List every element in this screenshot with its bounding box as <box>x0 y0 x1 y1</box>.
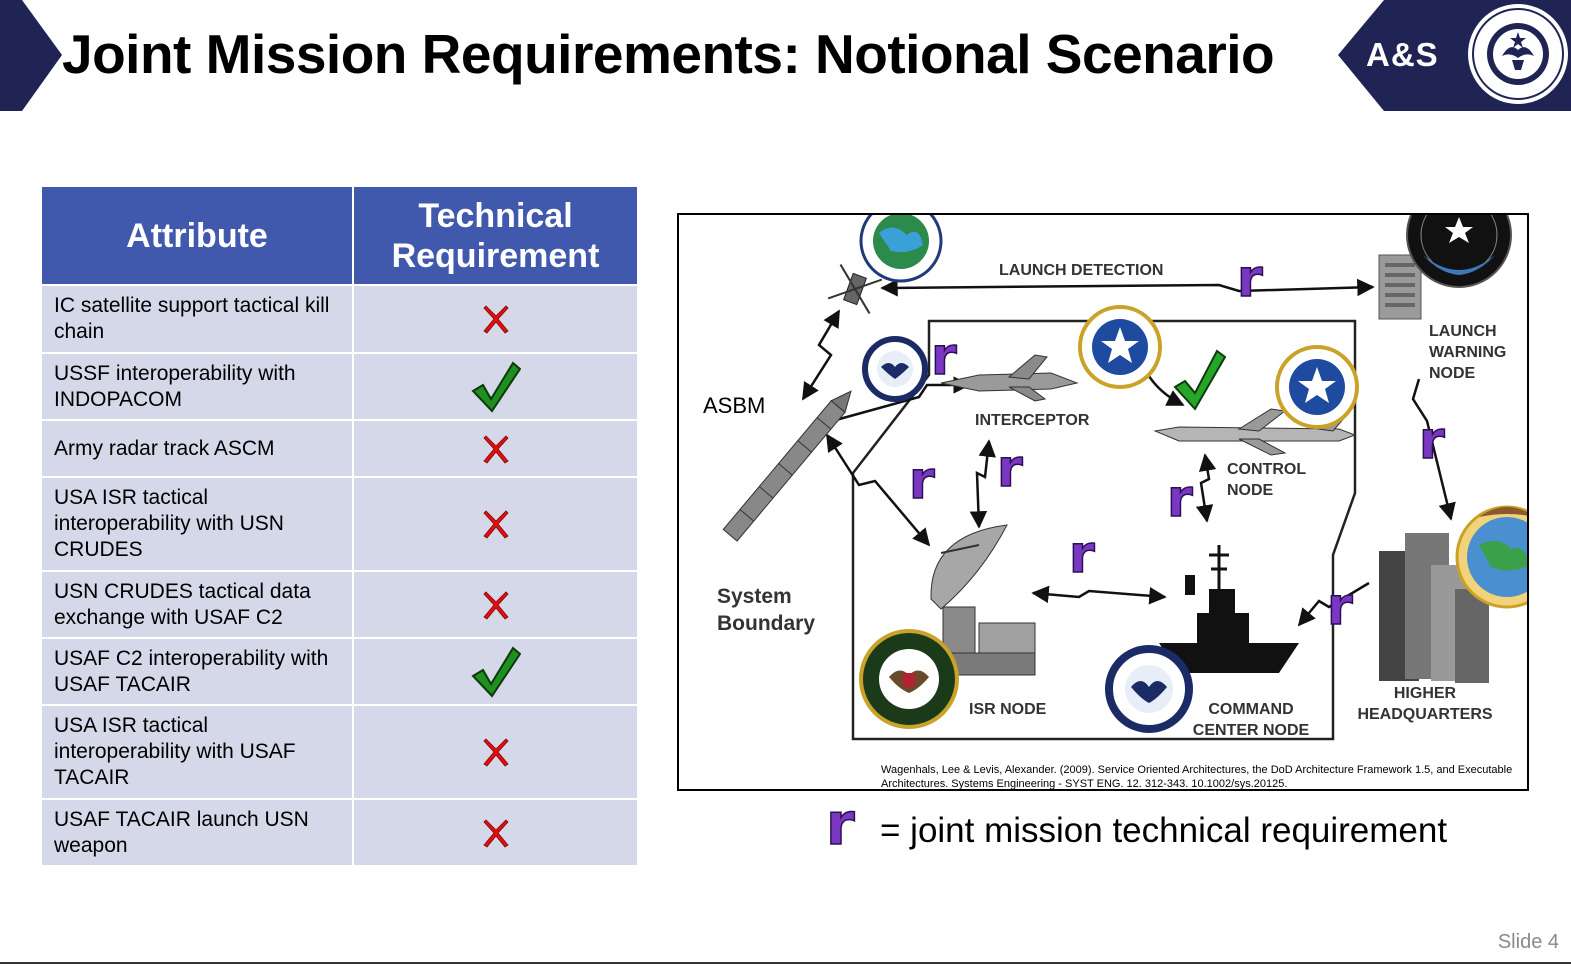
dod-seal-icon <box>1468 4 1568 104</box>
attribute-cell: USSF interoperability with INDOPACOM <box>40 352 354 421</box>
requirement-unmet-cell <box>352 570 639 639</box>
x-mark-icon <box>482 434 509 464</box>
header-requirement-line2: Requirement <box>391 236 600 275</box>
x-mark-icon <box>482 818 509 848</box>
launch-warning-label: LAUNCH WARNING NODE <box>1429 323 1507 382</box>
asbm-missile-icon <box>722 390 852 542</box>
table-row: USA ISR tactical interoperability with U… <box>40 704 639 800</box>
x-mark-icon <box>482 590 509 620</box>
table-row: USA ISR tactical interoperability with U… <box>40 476 639 572</box>
launch-warning-building-icon <box>1378 254 1422 320</box>
hq-command-link <box>1297 581 1370 627</box>
attribute-cell: Army radar track ASCM <box>40 419 354 478</box>
nro-seal-icon <box>859 215 943 283</box>
requirement-met-cell <box>352 637 639 706</box>
table-row: USSF interoperability with INDOPACOM <box>40 352 639 421</box>
page-title: Joint Mission Requirements: Notional Sce… <box>62 23 1275 85</box>
table-row: USN CRUDES tactical data exchange with U… <box>40 570 639 639</box>
diagram-graphics <box>722 215 1527 741</box>
requirement-unmet-cell <box>352 284 639 354</box>
legend-req-symbol: r <box>825 789 855 859</box>
requirement-unmet-cell <box>352 419 639 478</box>
attribute-cell: USA ISR tactical interoperability with U… <box>40 704 354 800</box>
interceptor-jet-icon <box>940 354 1079 402</box>
requirement-met-cell <box>352 352 639 421</box>
attribute-cell: USAF TACAIR launch USN weapon <box>40 798 354 867</box>
citation-text: Wagenhals, Lee & Levis, Alexander. (2009… <box>881 764 1513 790</box>
header-attribute: Attribute <box>40 185 354 286</box>
asbm-label: ASBM <box>703 393 766 418</box>
launch-detection-arrow <box>880 278 1375 297</box>
req-symbol-interceptor-isr: r <box>996 438 1023 500</box>
navy-seal-1-icon <box>862 336 928 402</box>
air-force-seal-2-icon <box>1275 345 1359 429</box>
air-force-seal-1-icon <box>1078 305 1162 389</box>
slide-number: Slide 4 <box>1497 931 1559 953</box>
req-symbol-isr-command: r <box>1068 524 1095 586</box>
x-mark-icon <box>482 510 509 539</box>
warning-hq-link <box>1411 378 1456 521</box>
asbm-interceptor-link <box>824 376 971 425</box>
command-ship-icon <box>1159 545 1299 673</box>
indopacom-seal-icon <box>1455 505 1527 609</box>
scenario-diagram: LAUNCH DETECTION LAUNCH WARNING NODE INT… <box>677 213 1529 791</box>
table-row: USAF C2 interoperability with USAF TACAI… <box>40 637 639 706</box>
x-mark-icon <box>482 305 509 334</box>
hq-buildings-icon <box>1379 533 1489 683</box>
attribute-cell: IC satellite support tactical kill chain <box>40 284 354 354</box>
isr-node-label: ISR NODE <box>969 701 1047 718</box>
satellite-asbm-link <box>801 309 841 401</box>
req-symbol-warning-hq: r <box>1418 410 1445 472</box>
header-requirement-line1: Technical <box>418 196 573 235</box>
header-chevron-left <box>0 0 62 111</box>
table-row: USAF TACAIR launch USN weapon <box>40 798 639 867</box>
req-symbol-control-command: r <box>1166 468 1193 530</box>
system-boundary-label: System Boundary <box>717 585 816 635</box>
req-symbol-interceptor-navy: r <box>930 326 957 388</box>
higher-hq-label: HIGHER HEADQUARTERS <box>1357 685 1493 723</box>
control-node-label: CONTROL NODE <box>1227 461 1306 499</box>
attribute-cell: USAF C2 interoperability with USAF TACAI… <box>40 637 354 706</box>
control-check-icon <box>1173 349 1227 411</box>
as-logo-text: A&S <box>1366 36 1439 73</box>
space-command-seal-icon <box>1406 215 1512 288</box>
navy-seal-2-icon <box>1105 645 1193 733</box>
requirement-unmet-cell <box>352 704 639 800</box>
table-row: IC satellite support tactical kill chain <box>40 284 639 354</box>
x-mark-icon <box>482 738 509 767</box>
asbm-isr-link <box>825 433 931 547</box>
army-seal-icon <box>859 629 959 729</box>
interceptor-label: INTERCEPTOR <box>975 412 1090 429</box>
attribute-cell: USA ISR tactical interoperability with U… <box>40 476 354 572</box>
footer-rule <box>0 962 1571 964</box>
isr-command-link <box>1031 585 1167 605</box>
requirement-unmet-cell <box>352 798 639 867</box>
command-center-label: COMMAND CENTER NODE <box>1192 701 1310 739</box>
req-symbol-hq-command: r <box>1326 576 1353 638</box>
attribute-cell: USN CRUDES tactical data exchange with U… <box>40 570 354 639</box>
table-row: Army radar track ASCM <box>40 419 639 478</box>
req-symbol-asbm-isr: r <box>908 450 935 512</box>
legend-text: = joint mission technical requirement <box>880 811 1448 850</box>
interceptor-isr-link <box>969 439 996 529</box>
control-command-link <box>1195 453 1217 523</box>
requirement-unmet-cell <box>352 476 639 572</box>
launch-detection-label: LAUNCH DETECTION <box>999 262 1164 279</box>
check-mark-icon <box>470 645 521 698</box>
check-mark-icon <box>470 360 521 413</box>
req-symbol-launch-detection: r <box>1236 248 1263 310</box>
satellite-icon <box>827 264 883 314</box>
